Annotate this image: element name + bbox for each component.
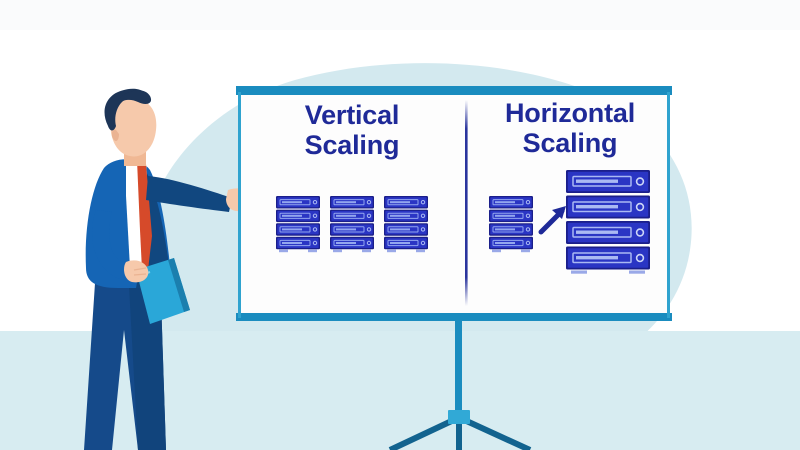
presenter-head xyxy=(110,97,157,157)
vertical-scaling-title: Vertical Scaling xyxy=(304,100,400,161)
stand-leg-left xyxy=(388,415,460,450)
presenter-lower-arm xyxy=(92,210,136,280)
presenter-tie xyxy=(137,160,152,270)
horizontal-scaling-servers xyxy=(488,169,651,274)
stand-post xyxy=(455,320,462,415)
presenter-holding-hand xyxy=(124,260,149,283)
horizontal-scaling-title: Horizontal Scaling xyxy=(505,98,635,159)
presenter-figure xyxy=(84,88,259,450)
board-right-edge xyxy=(667,92,670,318)
board-divider xyxy=(465,100,468,306)
presenter-ear xyxy=(111,129,119,142)
board-top-bar xyxy=(236,86,672,95)
presenter-arm xyxy=(146,176,232,212)
scaling-arrow-icon xyxy=(538,206,566,235)
vertical-scaling-servers xyxy=(275,195,429,253)
presentation-board xyxy=(236,86,672,321)
presenter-hair xyxy=(104,88,147,131)
stand-hub xyxy=(448,410,470,424)
presentation-stand xyxy=(388,320,532,450)
server-stack xyxy=(383,195,429,253)
server-stack xyxy=(329,195,375,253)
presenter-hair-quiff xyxy=(118,90,152,104)
board-bottom-bar xyxy=(236,313,672,321)
top-haze-band xyxy=(0,0,800,30)
target-server-rack xyxy=(565,169,651,274)
server-stack xyxy=(275,195,321,253)
board-left-edge xyxy=(238,92,241,318)
stand-leg-right xyxy=(458,415,532,450)
source-server-stack xyxy=(488,195,534,253)
